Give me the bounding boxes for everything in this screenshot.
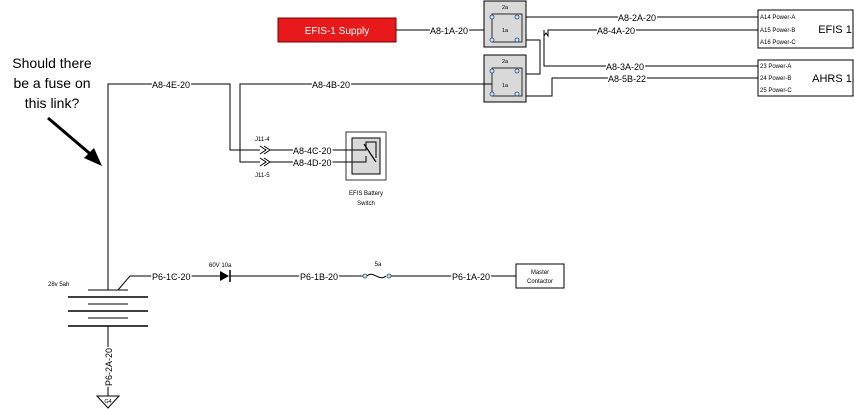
efis-battery-switch [345, 131, 387, 181]
contactor-line-1: Master [531, 270, 549, 276]
relay-1-top-label: 2a [502, 5, 509, 11]
question-line-1: Should there [12, 55, 92, 71]
wire-a8-1a: A8-1A-20 [430, 26, 468, 36]
pointer-arrow-icon [47, 116, 102, 166]
wire-p6-1c: P6-1C-20 [152, 272, 191, 282]
ahrs-pin-2: 24 Power-B [760, 76, 791, 82]
diode-label: 60V 10a [209, 263, 232, 269]
switch-label-2: Switch [357, 201, 375, 207]
wire-a8-3a: A8-3A-20 [606, 62, 644, 72]
connector-j11 [259, 145, 271, 167]
ahrs-pin-3: 25 Power-C [760, 88, 792, 94]
ahrs-pin-1: 23 Power-A [760, 64, 791, 70]
wire-a8-4a: A8-4A-20 [597, 26, 635, 36]
efis-supply-box: EFIS-1 Supply [277, 17, 397, 43]
efis-pin-3: A16 Power-C [760, 40, 796, 46]
ground-icon [95, 395, 121, 409]
contactor-line-2: Contactor [527, 279, 553, 285]
connector-j11-4: J11-4 [255, 137, 270, 143]
wire-a8-4d: A8-4D-20 [293, 158, 332, 168]
relay-2: 2a 1a [483, 54, 527, 103]
wire-a8-4c: A8-4C-20 [293, 146, 332, 156]
wire-p6-2a: P6-2A-20 [104, 348, 114, 386]
ahrs-1-box: 23 Power-A 24 Power-B 25 Power-C AHRS 1 [757, 59, 854, 97]
fuse-icon [362, 273, 392, 279]
wire-a8-2a: A8-2A-20 [618, 13, 656, 23]
connector-j11-5: J11-5 [255, 173, 270, 179]
wire-a8-4e: A8-4E-20 [152, 80, 190, 90]
ground-label: G4 [104, 399, 111, 405]
wire-p6-1b: P6-1B-20 [300, 272, 338, 282]
relay-2-top-label: 2a [502, 59, 509, 65]
wire-p6-1a: P6-1A-20 [452, 272, 490, 282]
wire-a8-5b: A8-5B-22 [608, 74, 646, 84]
efis-pin-1: A14 Power-A [760, 15, 795, 21]
diode-icon [220, 270, 231, 282]
efis-1-box: A14 Power-A A15 Power-B A16 Power-C EFIS… [757, 9, 854, 49]
question-line-3: this link? [25, 95, 80, 111]
relay-1: 2a 1a [483, 0, 527, 48]
master-contactor-box: Master Contactor [515, 263, 565, 289]
efis-name: EFIS 1 [818, 24, 852, 36]
fuse-label: 5a [375, 262, 382, 268]
switch-label-1: EFIS Battery [349, 191, 383, 197]
relay-2-bottom-label: 1a [502, 83, 509, 89]
battery-label: 28v 5ah [48, 282, 69, 288]
efis-supply-label: EFIS-1 Supply [305, 26, 369, 37]
ahrs-name: AHRS 1 [812, 73, 852, 85]
relay-1-bottom-label: 1a [502, 28, 509, 34]
efis-pin-2: A15 Power-B [760, 28, 795, 34]
wire-a8-4b: A8-4B-20 [312, 80, 350, 90]
battery [68, 289, 148, 327]
question-line-2: be a fuse on [13, 75, 90, 91]
